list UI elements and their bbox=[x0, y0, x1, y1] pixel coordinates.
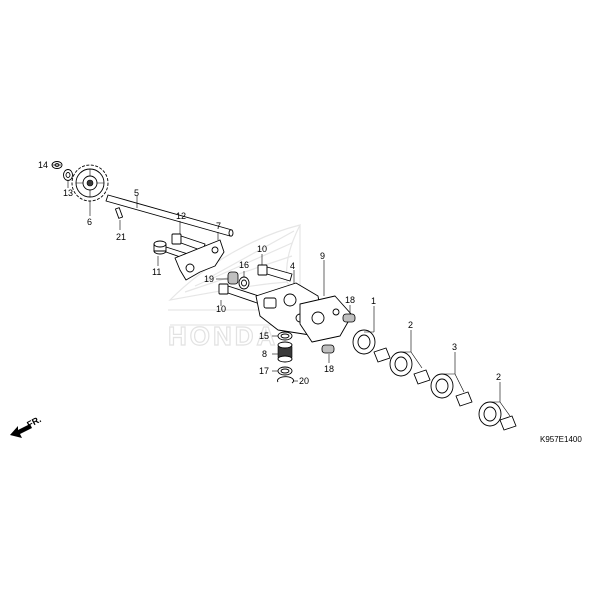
callout-15[interactable]: 15 bbox=[259, 331, 269, 341]
callout-3[interactable]: 3 bbox=[452, 342, 457, 352]
callout-10-upper[interactable]: 10 bbox=[257, 244, 267, 254]
part-3-rotor-inner[interactable] bbox=[455, 391, 473, 407]
part-13-washer[interactable] bbox=[63, 169, 73, 181]
part-10-bolt-upper[interactable] bbox=[257, 264, 293, 282]
callout-10-lower[interactable]: 10 bbox=[216, 304, 226, 314]
callout-16[interactable]: 16 bbox=[239, 260, 249, 270]
callout-6[interactable]: 6 bbox=[87, 217, 92, 227]
forward-label: FR. bbox=[25, 414, 42, 430]
callout-19[interactable]: 19 bbox=[204, 274, 214, 284]
part-8-strainer[interactable] bbox=[277, 341, 293, 363]
callout-7[interactable]: 7 bbox=[216, 221, 221, 231]
callout-14[interactable]: 14 bbox=[38, 160, 48, 170]
callout-18-lower[interactable]: 18 bbox=[324, 364, 334, 374]
part-2-rotor-inner-b[interactable] bbox=[499, 415, 517, 431]
part-16-o-ring[interactable] bbox=[238, 276, 250, 290]
diagram-code: K957E1400 bbox=[540, 435, 582, 444]
part-7-bracket[interactable] bbox=[174, 239, 225, 281]
watermark-text: HONDA bbox=[168, 321, 278, 351]
part-1-rotor-inner[interactable] bbox=[373, 347, 391, 363]
part-2-rotor-inner-a[interactable] bbox=[413, 369, 431, 385]
part-15-o-ring[interactable] bbox=[277, 331, 293, 341]
callout-labels: 14 13 6 5 21 12 7 11 10 16 4 19 10 9 18 … bbox=[38, 160, 501, 386]
callout-1[interactable]: 1 bbox=[371, 296, 376, 306]
part-5-shaft[interactable] bbox=[105, 194, 234, 237]
forward-arrow-icon: FR. bbox=[10, 414, 43, 438]
callout-17[interactable]: 17 bbox=[259, 366, 269, 376]
callout-5[interactable]: 5 bbox=[134, 188, 139, 198]
callout-12[interactable]: 12 bbox=[176, 211, 186, 221]
callout-13[interactable]: 13 bbox=[63, 188, 73, 198]
callout-11[interactable]: 11 bbox=[152, 267, 161, 277]
callout-2-b[interactable]: 2 bbox=[496, 372, 501, 382]
leader-lines bbox=[52, 164, 511, 417]
part-18-dowel-lower[interactable] bbox=[321, 344, 335, 354]
callout-8[interactable]: 8 bbox=[262, 349, 267, 359]
part-1-rotor-outer[interactable] bbox=[352, 329, 376, 355]
part-18-dowel-upper[interactable] bbox=[342, 313, 356, 323]
callout-2-a[interactable]: 2 bbox=[408, 320, 413, 330]
part-17-o-ring[interactable] bbox=[277, 366, 293, 376]
part-9-gasket[interactable] bbox=[299, 295, 353, 343]
callout-21[interactable]: 21 bbox=[116, 232, 126, 242]
part-6-gear[interactable] bbox=[71, 164, 109, 202]
part-21-pin[interactable] bbox=[114, 207, 124, 219]
callout-18-upper[interactable]: 18 bbox=[345, 295, 355, 305]
part-19-collar[interactable] bbox=[227, 271, 239, 285]
callout-20[interactable]: 20 bbox=[299, 376, 309, 386]
part-20-circlip[interactable] bbox=[277, 376, 294, 384]
callout-4[interactable]: 4 bbox=[290, 261, 295, 271]
part-3-rotor-outer[interactable] bbox=[430, 373, 454, 399]
callout-9[interactable]: 9 bbox=[320, 251, 325, 261]
part-2-rotor-outer-b[interactable] bbox=[478, 401, 502, 427]
part-2-rotor-outer-a[interactable] bbox=[389, 351, 413, 377]
